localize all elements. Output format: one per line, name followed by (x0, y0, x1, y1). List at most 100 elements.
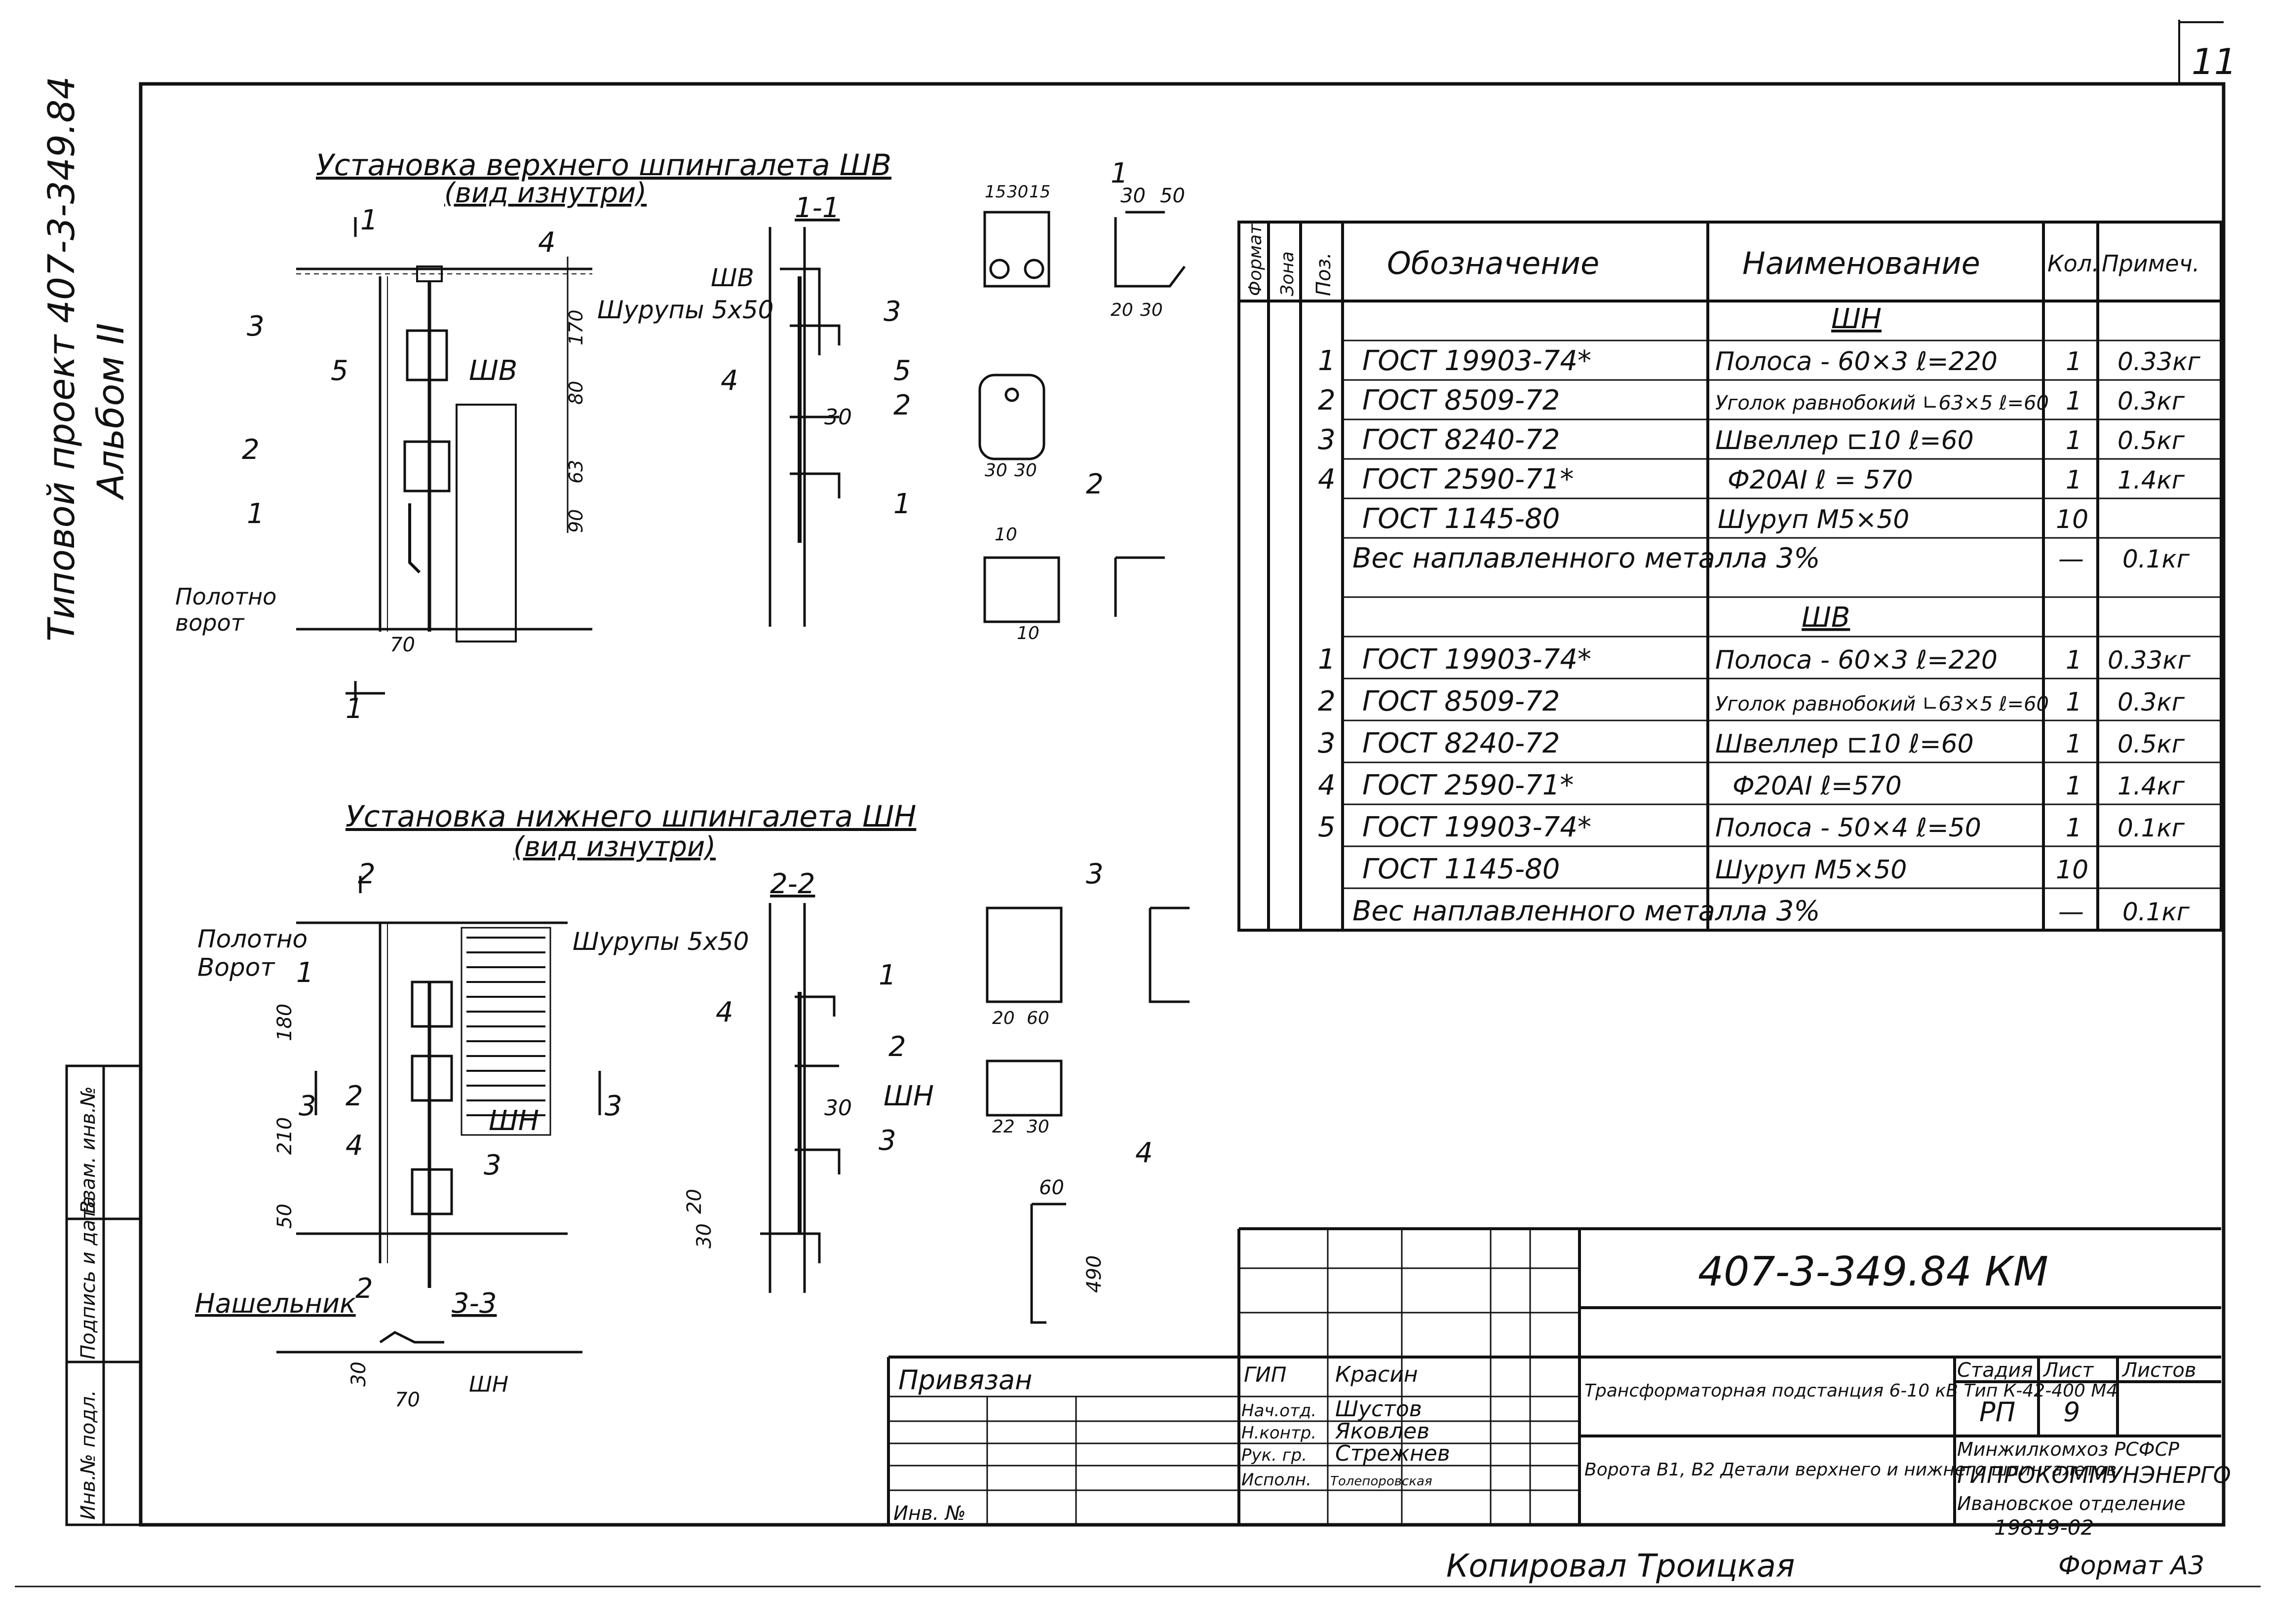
org-line3: Ивановское отделение (1957, 1493, 2186, 1514)
spec-qty: — (2058, 897, 2084, 927)
pos-label-2: 2 (1086, 468, 1104, 500)
spec-note: 1.4кг (2117, 772, 2185, 800)
dim-upper: 90 (565, 509, 587, 533)
side-stamp-cell: Инв.№ подл. (77, 1390, 100, 1520)
spec-pos: 4 (1318, 769, 1336, 801)
object-title: Трансформаторная подстанция 6-10 кВ Тип … (1584, 1381, 2117, 1401)
dim-detail: 30 (1140, 300, 1163, 320)
pos-label-3: 3 (1086, 858, 1104, 890)
spec-name: Швеллер ⊏10 ℓ=60 (1715, 426, 1974, 455)
spec-qty: 1 (2066, 813, 2082, 843)
spec-note: 0.3кг (2117, 688, 2185, 717)
copied-by: Копировал Троицкая (1446, 1548, 1795, 1585)
spec-code: ГОСТ 19903-74* (1362, 811, 1591, 843)
spec-code: ГОСТ 8509-72 (1362, 685, 1560, 718)
spec-name: Ф20АI ℓ=570 (1732, 771, 1902, 801)
dim-detail: 10 (995, 525, 1017, 545)
spec-table-header: Формат Зона Поз. Обозначение Наименовани… (1245, 224, 2200, 296)
dim-detail: 30 (1007, 182, 1028, 202)
spec-note: 0.5кг (2117, 730, 2185, 758)
upper-view-subtitle: (вид изнутри) (444, 177, 647, 209)
spec-qty: 1 (2066, 645, 2082, 675)
spec-code: ГОСТ 2590-71* (1362, 769, 1574, 801)
lower-detail-sketches (986, 906, 1190, 1324)
spec-name: Шуруп М5×50 (1718, 505, 1909, 534)
spec-code: ГОСТ 8509-72 (1362, 384, 1560, 416)
role-name: Красин (1335, 1362, 1418, 1387)
pos-label-4: 4 (1135, 1137, 1153, 1169)
spec-name: Уголок равнобокий ∟63×5 ℓ=60 (1715, 392, 2049, 415)
spec-table-grid (1237, 221, 2223, 932)
dim-upper: 80 (565, 381, 587, 405)
striker-label: Нашельник (195, 1288, 356, 1319)
spec-name: Полоса - 60×3 ℓ=220 (1715, 347, 1998, 377)
lower-view-title: Установка нижнего шпингалета ШН (346, 799, 916, 834)
pos-label-4: 4 (716, 996, 733, 1028)
dim-detail: 10 (1017, 623, 1039, 643)
table-row: 1 ГОСТ 19903-74* Полоса - 60×3 ℓ=220 1 0… (1318, 345, 2201, 377)
spec-code: ГОСТ 2590-71* (1362, 463, 1574, 495)
label-shn: ШН (469, 1372, 508, 1397)
spec-qty: 1 (2066, 729, 2082, 759)
table-row: 2 ГОСТ 8509-72 Уголок равнобокий ∟63×5 ℓ… (1318, 384, 2185, 416)
spec-group-shv: ШВ 1 ГОСТ 19903-74* Полоса - 60×3 ℓ=220 … (1318, 602, 2191, 927)
dim-detail: 60 (1039, 1176, 1064, 1199)
spec-pos: 3 (1318, 727, 1336, 759)
table-row: Вес наплавленного металла 3% — 0.1кг (1352, 542, 2190, 574)
spec-header-zone: Зона (1277, 251, 1298, 296)
table-row: 4 ГОСТ 2590-71* Ф20АI ℓ = 570 1 1.4кг (1318, 463, 2185, 495)
spec-pos: 2 (1318, 685, 1336, 718)
pos-label-1: 1 (296, 957, 314, 989)
dim-upper: 70 (390, 634, 415, 656)
spec-name: Полоса - 50×4 ℓ=50 (1715, 813, 1981, 843)
label-screws: Шурупы 5х50 (597, 296, 773, 324)
lower-install-view: Установка нижнего шпингалета ШН (вид изн… (195, 799, 916, 1411)
spec-pos: 3 (1318, 424, 1336, 456)
section-cut-3-left: 3 (299, 1090, 316, 1122)
spec-code: ГОСТ 1145-80 (1362, 853, 1560, 885)
org-line1: Минжилкомхоз РСФСР (1957, 1438, 2179, 1460)
bound-label: Привязан (898, 1364, 1032, 1396)
role-name: Яковлев (1335, 1419, 1429, 1444)
format-label: Формат А3 (2058, 1551, 2204, 1581)
dim-detail: 30 (824, 405, 852, 430)
spec-weld-text: Вес наплавленного металла 3% (1352, 542, 1820, 574)
section-cut-1-top: 1 (360, 204, 378, 236)
dim-lower: 30 (347, 1361, 370, 1387)
spec-pos: 4 (1318, 463, 1336, 495)
section-2-2: 2-2 1 4 2 ШН 3 30 30 20 (683, 868, 934, 1293)
spec-group-shn: ШН 1 ГОСТ 19903-74* Полоса - 60×3 ℓ=220 … (1318, 303, 2201, 574)
org-line2: ГИПРОКОММУНЭНЕРГО (1957, 1462, 2231, 1488)
dim-lower: 210 (273, 1117, 296, 1155)
pos-label-3: 3 (884, 296, 901, 328)
spec-qty: 1 (2066, 687, 2082, 717)
spec-qty: — (2058, 544, 2084, 574)
pos-label-3: 3 (247, 310, 265, 342)
label-shv: ШВ (711, 264, 754, 292)
label-shn: ШН (489, 1105, 539, 1137)
upper-install-view: Установка верхнего шпингалета ШВ (вид из… (175, 148, 891, 725)
spec-note: 0.33кг (2117, 347, 2201, 376)
role-label: Н.контр. (1241, 1423, 1316, 1443)
dim-lower: 50 (273, 1204, 296, 1229)
title-block-grid (887, 1227, 2221, 1525)
spec-name: Полоса - 60×3 ℓ=220 (1715, 645, 1998, 675)
spec-qty: 10 (2056, 855, 2088, 885)
spec-name: Ф20АI ℓ = 570 (1728, 465, 1913, 495)
table-row: ГОСТ 1145-80 Шуруп М5×50 10 (1362, 503, 2088, 535)
sheet-frame (15, 20, 2261, 1587)
dim-detail: 490 (1083, 1255, 1106, 1293)
section-cut-3-right: 3 (605, 1090, 622, 1122)
pos-label-4: 4 (346, 1130, 363, 1162)
pos-label-2: 2 (346, 1080, 363, 1112)
spec-header-code: Обозначение (1387, 245, 1599, 281)
spec-qty: 1 (2066, 426, 2082, 455)
label-shn: ШН (884, 1080, 934, 1112)
spec-note: 0.1кг (2122, 545, 2190, 573)
pos-label-4: 4 (538, 227, 556, 259)
lower-view-subtitle: (вид изнутри) (513, 831, 716, 863)
spec-pos: 5 (1318, 811, 1336, 843)
dim-detail: 30 (824, 1095, 852, 1121)
table-row: 4 ГОСТ 2590-71* Ф20АI ℓ=570 1 1.4кг (1318, 769, 2185, 801)
